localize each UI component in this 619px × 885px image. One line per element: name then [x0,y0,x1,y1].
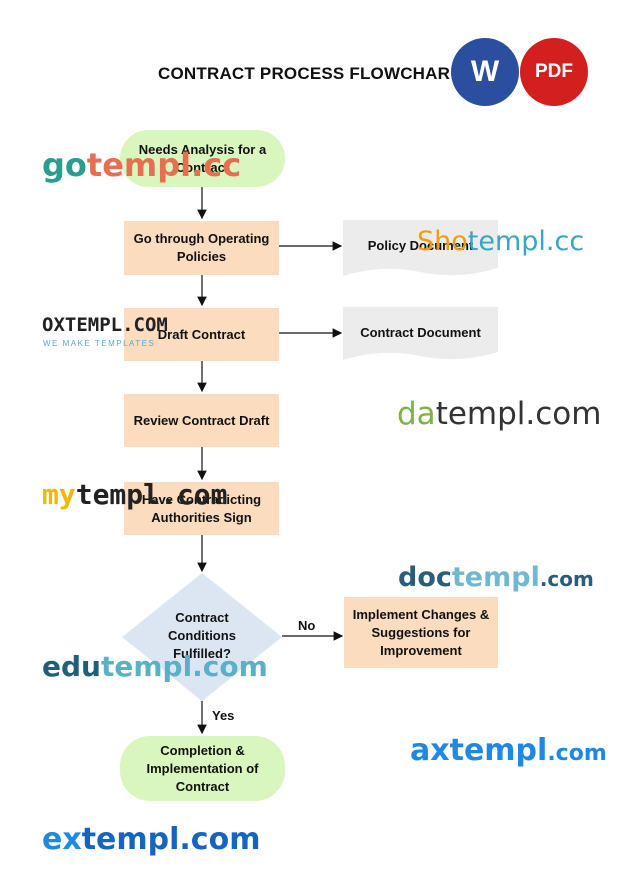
watermark-extempl-b: templ.com [81,822,261,857]
watermark-datempl-a: da [397,396,436,432]
watermark-oxtempl: OXTEMPL.COM [42,314,168,336]
edge-label-yes: Yes [212,708,235,723]
watermark-axtempl-b: templ [449,733,548,768]
watermark-mytempl: mytempl.com [42,478,227,511]
watermark-edutempl-b: templ.com [100,650,268,683]
watermark-doctempl-c: .com [539,567,594,591]
watermark-axtempl-c: .com [547,741,607,766]
watermark-edutempl-a: edu [42,650,101,683]
watermark-extempl: extempl.com [42,822,260,857]
node-implement-changes-label: Implement Changes & Suggestions for Impr… [352,606,490,658]
watermark-shotempl-b: templ.cc [467,226,585,257]
watermark-mytempl-b: templ.com [75,478,228,511]
word-icon[interactable]: W [451,38,519,106]
node-draft-contract-label: Draft Contract [157,326,246,342]
contract-document-shape [343,307,498,360]
node-needs-analysis: Needs Analysis for a Contract [120,130,285,187]
node-review-draft-label: Review Contract Draft [133,412,270,428]
node-completion: Completion & Implementation of Contract [120,736,285,801]
decision-diamond-shape [122,573,282,701]
node-review-draft: Review Contract Draft [124,394,279,447]
node-implement-changes: Implement Changes & Suggestions for Impr… [344,597,498,668]
watermark-doctempl-a: doc [398,562,452,593]
watermark-extempl-a: ex [42,822,82,857]
watermark-axtempl-a: ax [410,733,450,768]
watermark-gotempl-a: go [42,146,87,184]
pdf-icon[interactable]: PDF [520,38,588,106]
node-operating-policies-label: Go through Operating Policies [133,231,270,264]
watermark-shotempl: Shotempl.cc [417,226,584,257]
node-decision: Contract Conditions Fulfilled? [150,600,254,672]
policy-document-shape [343,220,498,276]
watermark-datempl-b: templ.com [435,396,602,432]
node-decision-label: Contract Conditions Fulfilled? [168,610,236,661]
watermark-datempl: datempl.com [397,396,601,432]
watermark-doctempl: doctempl.com [398,562,594,593]
watermark-gotempl: gotempl.cc [42,146,241,184]
node-authorities-sign-label: Have Contradicting Authorities Sign [141,491,262,525]
node-draft-contract: Draft Contract [124,308,279,361]
watermark-axtempl: axtempl.com [410,733,607,768]
node-authorities-sign: Have Contradicting Authorities Sign [124,482,279,535]
node-completion-label: Completion & Implementation of Contract [146,742,259,794]
watermark-oxtempl-tagline: WE MAKE TEMPLATES [43,339,156,348]
watermark-edutempl: edutempl.com [42,650,268,683]
watermark-mytempl-a: my [42,478,76,511]
watermark-gotempl-c: .cc [191,146,242,184]
watermark-gotempl-b: templ [86,146,192,184]
policy-document-label: Policy Document [367,237,474,253]
node-needs-analysis-label: Needs Analysis for a Contract [138,141,267,175]
page-title: CONTRACT PROCESS FLOWCHART [158,64,461,83]
contract-document-label: Contract Document [360,324,481,340]
node-operating-policies: Go through Operating Policies [124,221,279,275]
watermark-doctempl-b: templ [451,562,540,593]
edge-label-no: No [298,618,316,633]
watermark-shotempl-a: Sho [417,226,468,257]
